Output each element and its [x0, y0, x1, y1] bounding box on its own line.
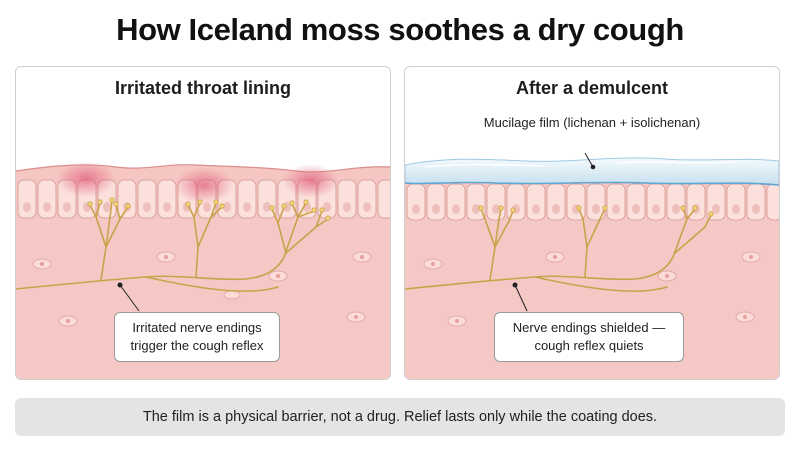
inflammation-spots: [56, 161, 339, 203]
callout-irritated-nerves: Irritated nerve endings trigger the coug…: [114, 312, 280, 362]
panel-demulcent: After a demulcent Mucilage film (lichena…: [404, 66, 780, 380]
callout-line: cough reflex quiets: [534, 338, 644, 353]
panel-heading: After a demulcent: [515, 78, 669, 98]
callout-line: trigger the cough reflex: [130, 338, 264, 353]
footer-note: The film is a physical barrier, not a dr…: [15, 398, 785, 436]
callout-pointer: [119, 284, 140, 312]
callout-line: Nerve endings shielded —: [512, 320, 666, 335]
diagram-title: How Iceland moss soothes a dry cough: [116, 12, 684, 47]
nerve-fibres: [405, 208, 712, 292]
callout-shielded-nerves: Nerve endings shielded — cough reflex qu…: [494, 312, 684, 362]
mucilage-film-label: Mucilage film (lichenan + isolichenan): [483, 115, 701, 130]
panel-heading: Irritated throat lining: [114, 78, 291, 98]
nerve-fibres: [16, 200, 329, 292]
callout-line: Irritated nerve endings: [132, 320, 262, 335]
throat-tissue-illustration-irritated: [16, 161, 390, 379]
epithelial-cells: [406, 183, 779, 221]
panel-irritated: Irritated throat lining Irritated nerve …: [15, 66, 391, 380]
callout-pointer: [514, 284, 528, 312]
